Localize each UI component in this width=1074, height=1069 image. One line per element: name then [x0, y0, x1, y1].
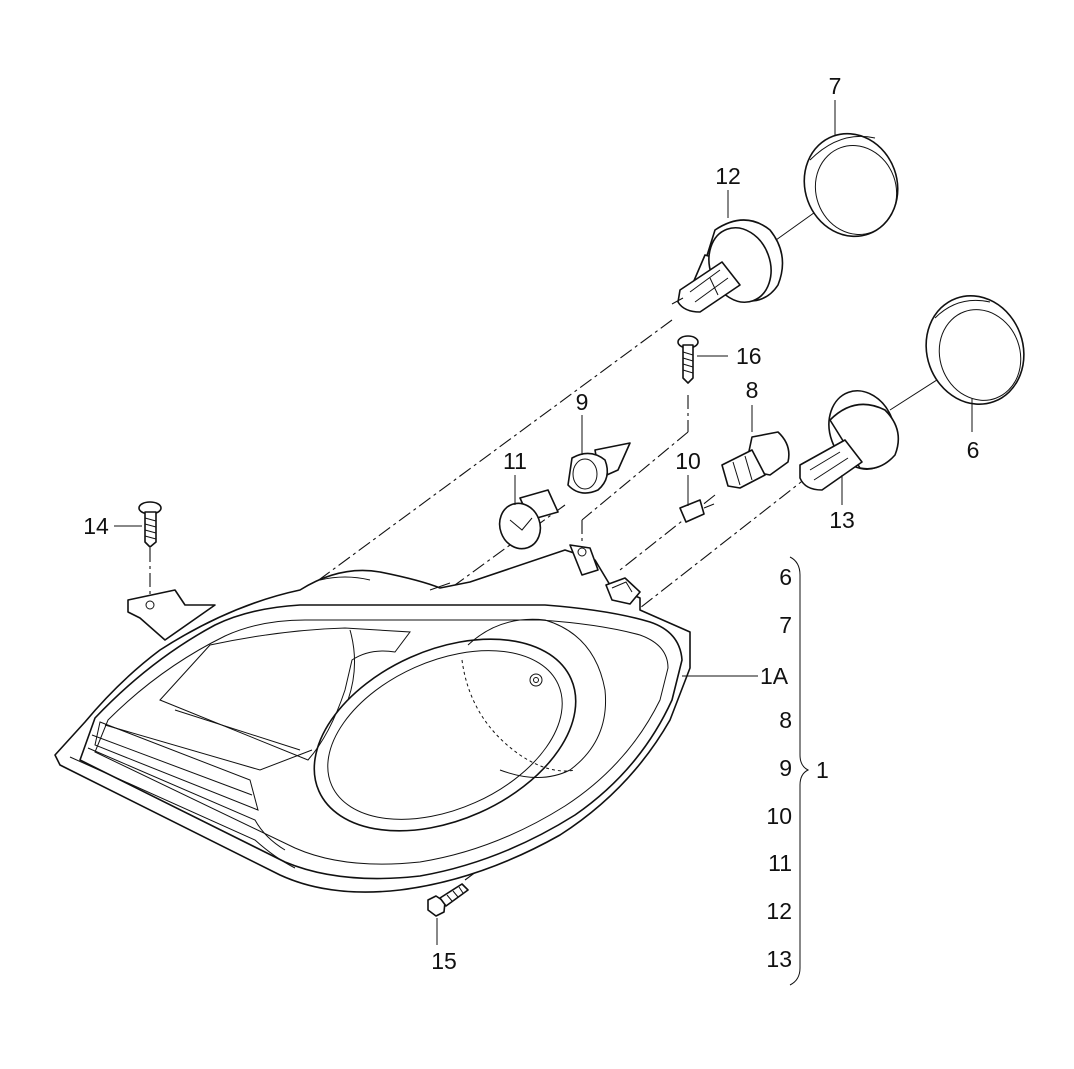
group-list: 6 7 1A 8 9 10 11 12 13: [766, 564, 792, 972]
headlight-housing: [54, 544, 691, 893]
callout-9: 9: [576, 389, 589, 415]
callout-16: 16: [736, 343, 762, 369]
callout-8: 8: [746, 377, 759, 403]
bulb-12: [671, 219, 784, 313]
socket-8: [721, 431, 790, 489]
screw-15: [427, 883, 469, 917]
cap-6: [925, 294, 1025, 406]
screw-14: [138, 501, 162, 548]
callout-15: 15: [431, 948, 457, 974]
group-list-item: 12: [766, 898, 792, 924]
callout-13: 13: [829, 507, 855, 533]
callout-10: 10: [675, 448, 701, 474]
group-list-item: 9: [779, 755, 792, 781]
group-list-item: 11: [768, 850, 792, 876]
bulb-13: [799, 390, 900, 491]
group-list-item: 10: [766, 803, 792, 829]
callout-6: 6: [967, 437, 980, 463]
screw-16: [677, 335, 699, 384]
callout-7: 7: [829, 73, 842, 99]
group-list-item: 13: [766, 946, 792, 972]
group-list-item: 7: [779, 612, 792, 638]
cap-7: [803, 132, 899, 238]
leader-lines: [114, 100, 973, 986]
callout-labels: 7 12 16 8 9 11 10 6 13 14 15 1A 1: [83, 73, 979, 974]
callout-11: 11: [503, 448, 527, 474]
callout-12: 12: [715, 163, 741, 189]
callout-1A: 1A: [760, 663, 789, 689]
bulb-10: [679, 499, 715, 523]
group-list-item: 8: [779, 707, 792, 733]
group-list-item: 6: [779, 564, 792, 590]
callout-1: 1: [816, 757, 829, 783]
bulb-11: [498, 489, 559, 550]
callout-14: 14: [83, 513, 109, 539]
socket-9: [567, 442, 631, 494]
